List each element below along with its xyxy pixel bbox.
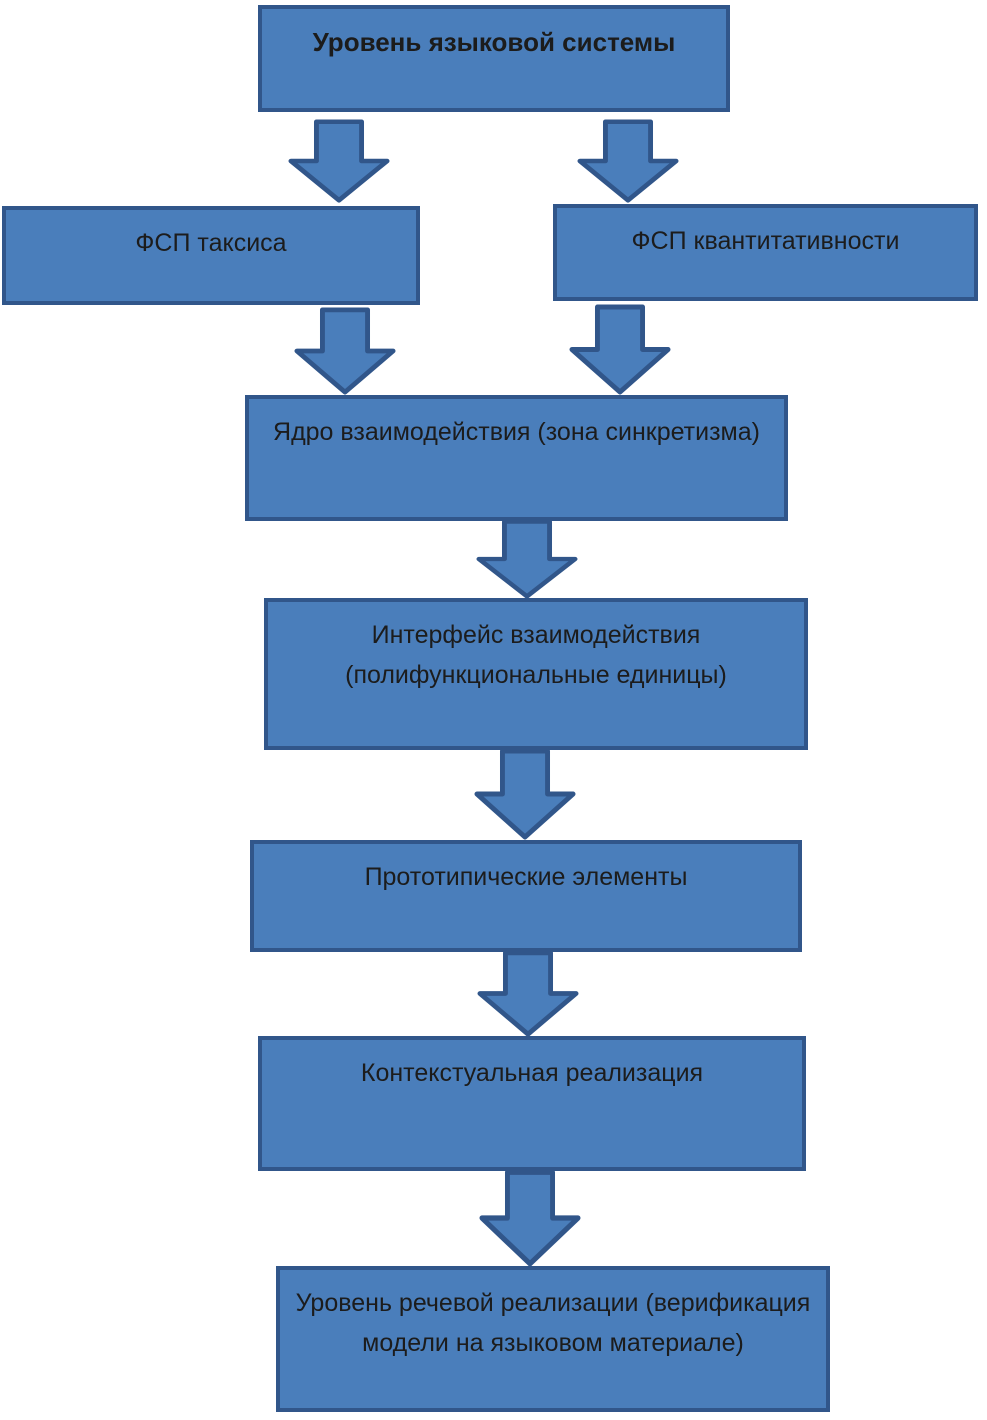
node-contextual-realization: Контекстуальная реализация xyxy=(258,1036,806,1171)
down-arrow-icon xyxy=(476,519,578,599)
down-arrow-icon xyxy=(288,119,390,203)
down-arrow-icon xyxy=(577,119,679,203)
node-prototypical-elements: Прототипические элементы xyxy=(250,840,802,952)
node-interaction-core: Ядро взаимодействия (зона синкретизма) xyxy=(245,395,788,521)
node-interaction-interface: Интерфейс взаимодействия (полифункционал… xyxy=(264,598,808,750)
down-arrow-icon xyxy=(474,748,576,840)
node-fsp-quantitativity: ФСП квантитативности xyxy=(553,204,978,301)
node-fsp-taxis: ФСП таксиса xyxy=(2,206,420,305)
node-language-system-level: Уровень языковой системы xyxy=(258,5,730,112)
down-arrow-icon xyxy=(294,307,396,395)
down-arrow-icon xyxy=(477,950,579,1037)
node-speech-realization-level: Уровень речевой реализации (верификация … xyxy=(276,1266,830,1412)
down-arrow-icon xyxy=(479,1169,581,1267)
down-arrow-icon xyxy=(569,304,671,395)
